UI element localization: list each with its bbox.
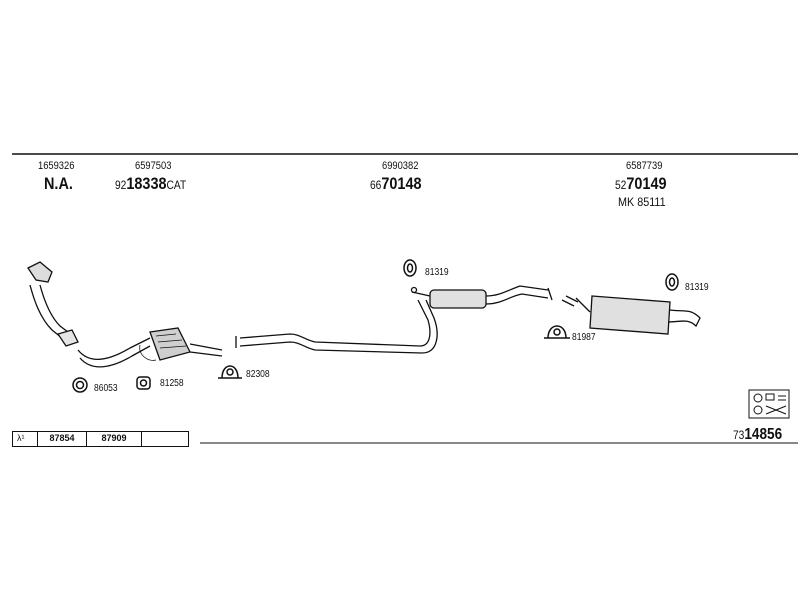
ref-number: 1659326	[38, 160, 75, 172]
part-prefix: 92	[115, 178, 127, 192]
part-label: 81319	[685, 282, 709, 293]
legend-item: 87909	[87, 432, 142, 446]
catalytic-converter[interactable]	[77, 327, 223, 368]
intermediate-pipe[interactable]	[235, 299, 438, 354]
main-part-number: 9218338CAT	[115, 174, 186, 194]
gasket-icon[interactable]	[72, 377, 88, 393]
diagram-code: 7314856	[733, 426, 782, 444]
part-code: 70149	[626, 174, 667, 193]
part-prefix: 52	[615, 178, 627, 192]
part-prefix: 66	[370, 178, 382, 192]
rubber-hanger-icon[interactable]	[403, 259, 417, 277]
centre-silencer[interactable]	[410, 285, 553, 309]
u-clamp-icon[interactable]	[218, 365, 242, 379]
u-clamp-rear-icon[interactable]	[544, 325, 570, 339]
ref-number: 6990382	[382, 160, 419, 172]
exhaust-manifold[interactable]	[27, 261, 79, 347]
part-label: 81258	[160, 378, 184, 389]
legend-item: 87854	[38, 432, 87, 446]
code-number: 14856	[744, 426, 783, 443]
legend-item	[142, 432, 188, 446]
part-label: 82308	[246, 369, 270, 380]
code-prefix: 73	[733, 428, 745, 442]
ref-number: 6597503	[135, 160, 172, 172]
ref-number: 6587739	[626, 160, 663, 172]
lambda-symbol: λ¹	[13, 432, 38, 446]
sensor-legend: λ¹ 87854 87909	[12, 431, 189, 447]
main-part-number: N.A.	[44, 174, 73, 193]
part-label: 86053	[94, 383, 118, 394]
part-label: 81987	[572, 332, 596, 343]
rubber-hanger-rear-icon[interactable]	[665, 273, 679, 291]
part-code: 70148	[381, 174, 422, 193]
part-code: 18338	[126, 174, 167, 193]
main-part-number: 5270149	[615, 174, 667, 194]
rear-silencer[interactable]	[561, 295, 701, 335]
part-label: 81319	[425, 267, 449, 278]
part-suffix: CAT	[166, 178, 187, 192]
main-part-number: 6670148	[370, 174, 422, 194]
clamp-icon[interactable]	[136, 376, 151, 390]
kit-number: MK 85111	[618, 195, 666, 209]
fitting-kit-icon	[748, 389, 790, 419]
